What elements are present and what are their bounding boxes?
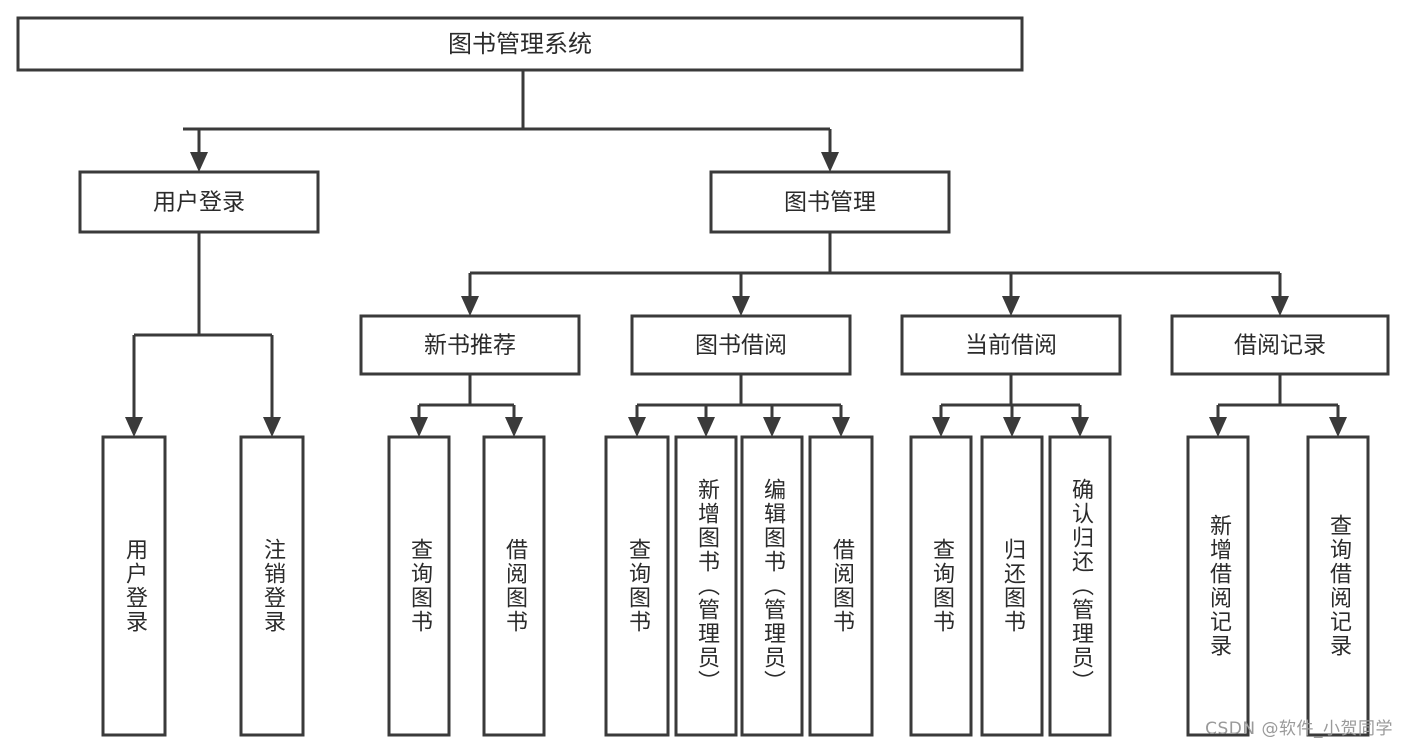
- node-level3-label: 图书借阅: [695, 333, 787, 359]
- node-leaf-box[interactable]: [808, 435, 874, 737]
- node-leaf-box[interactable]: [674, 435, 738, 737]
- node-leaf-box[interactable]: [740, 435, 804, 737]
- node-leaf-box[interactable]: [387, 435, 451, 737]
- arrow-head-icon: [505, 417, 523, 437]
- arrow-head-icon: [832, 417, 850, 437]
- node-root-label: 图书管理系统: [448, 30, 592, 58]
- arrow-head-icon: [461, 296, 479, 316]
- node-leaf-box[interactable]: [1048, 435, 1112, 737]
- node-level2-label: 图书管理: [784, 190, 876, 216]
- node-level3-label: 当前借阅: [965, 333, 1057, 359]
- arrow-head-icon: [732, 296, 750, 316]
- arrow-head-icon: [125, 417, 143, 437]
- node-leaf-box[interactable]: [604, 435, 670, 737]
- node-level2-box[interactable]: [78, 170, 320, 234]
- node-level3-box[interactable]: [630, 314, 852, 376]
- arrow-head-icon: [821, 152, 839, 172]
- node-level3-box[interactable]: [359, 314, 581, 376]
- boxes-layer: [16, 16, 1390, 737]
- csdn-watermark: CSDN @软件_小贺同学: [1205, 719, 1393, 739]
- arrow-head-icon: [697, 417, 715, 437]
- node-leaf-box[interactable]: [1186, 435, 1250, 737]
- arrow-head-icon: [1329, 417, 1347, 437]
- arrow-head-icon: [932, 417, 950, 437]
- node-leaf-box[interactable]: [239, 435, 305, 737]
- node-level3-box[interactable]: [900, 314, 1122, 376]
- node-root-box[interactable]: [16, 16, 1024, 72]
- node-level3-box[interactable]: [1170, 314, 1390, 376]
- connectors-layer: [125, 70, 1347, 437]
- node-leaf-box[interactable]: [482, 435, 546, 737]
- node-leaf-box[interactable]: [1306, 435, 1370, 737]
- arrow-head-icon: [410, 417, 428, 437]
- arrow-head-icon: [1271, 296, 1289, 316]
- arrow-head-icon: [263, 417, 281, 437]
- node-level3-label: 借阅记录: [1234, 333, 1326, 359]
- node-leaf-box[interactable]: [980, 435, 1044, 737]
- node-leaf-box[interactable]: [909, 435, 973, 737]
- arrow-head-icon: [763, 417, 781, 437]
- arrow-head-icon: [1002, 296, 1020, 316]
- arrow-head-icon: [190, 152, 208, 172]
- node-level2-label: 用户登录: [153, 190, 245, 216]
- arrow-head-icon: [1209, 417, 1227, 437]
- arrow-head-icon: [1071, 417, 1089, 437]
- arrow-head-icon: [1003, 417, 1021, 437]
- node-level2-box[interactable]: [709, 170, 951, 234]
- node-level3-label: 新书推荐: [424, 333, 516, 359]
- arrow-head-icon: [628, 417, 646, 437]
- node-leaf-box[interactable]: [101, 435, 167, 737]
